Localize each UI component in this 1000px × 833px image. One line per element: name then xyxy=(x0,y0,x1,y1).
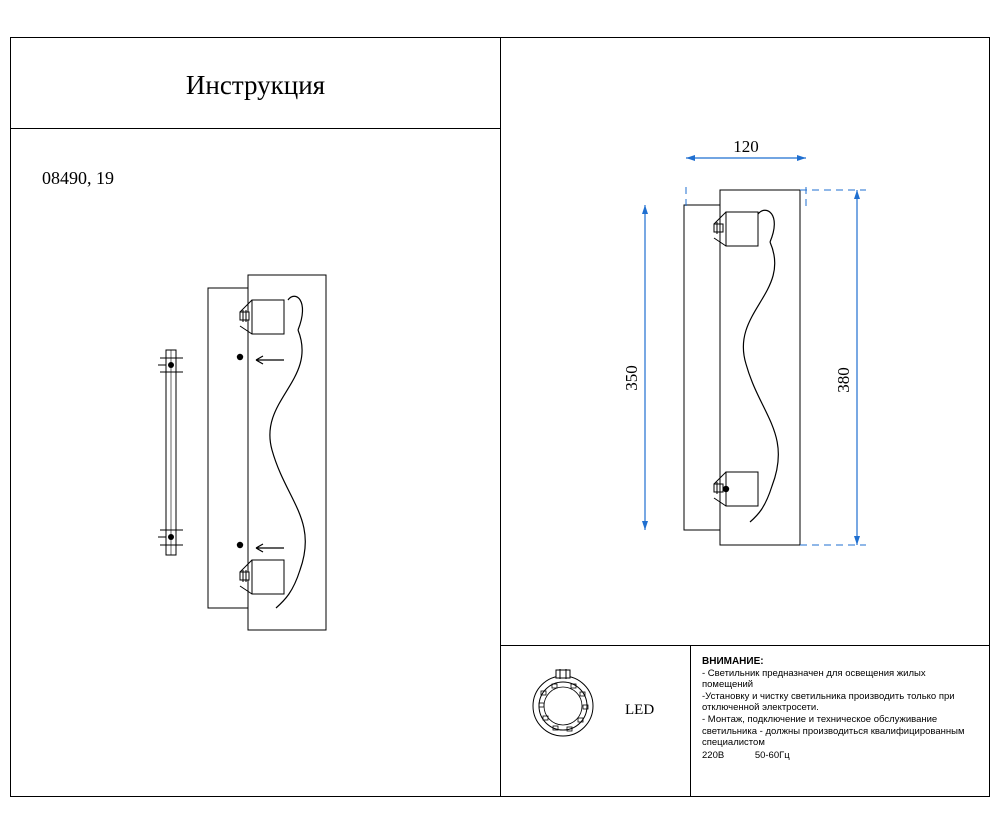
led-label: LED xyxy=(625,702,655,718)
voltage-value: 220В xyxy=(702,749,725,761)
frequency-value: 50-60Гц xyxy=(754,749,790,761)
note-panel-divider xyxy=(690,645,691,797)
warning-line-3: - Монтаж, подключение и техническое обсл… xyxy=(702,713,965,749)
electrical-spec: 220В 50-60Гц xyxy=(702,750,974,762)
article-code: 08490, 19 xyxy=(42,168,114,188)
warning-note: ВНИМАНИЕ: - Светильник предназначен для … xyxy=(702,656,974,761)
page-title: Инструкция xyxy=(185,70,326,100)
bottom-panel-divider xyxy=(500,645,990,646)
title-divider xyxy=(10,128,501,129)
warning-line-1: - Светильник предназначен для освещения … xyxy=(702,667,926,691)
frame-vertical-divider xyxy=(500,37,501,797)
warning-heading: ВНИМАНИЕ: xyxy=(702,656,764,667)
warning-line-2: -Установку и чистку светильника производ… xyxy=(702,690,955,714)
